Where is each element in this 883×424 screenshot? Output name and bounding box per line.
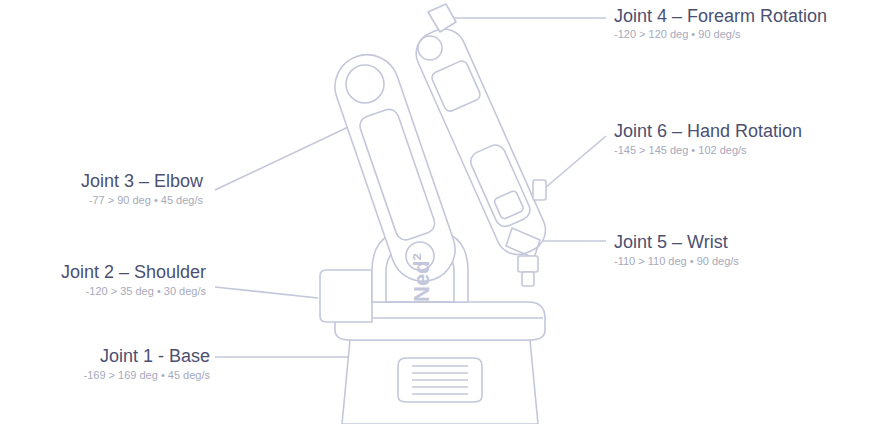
joint-title: Joint 6 – Hand Rotation <box>614 121 802 141</box>
joint-range: -145 > 145 deg • 102 deg/s <box>614 144 747 157</box>
brand-text: Ned² <box>410 253 434 302</box>
joint-range: -169 > 169 deg • 45 deg/s <box>84 369 210 382</box>
joint-title: Joint 2 – Shoulder <box>61 262 206 282</box>
joint-range: -120 > 35 deg • 30 deg/s <box>86 285 206 298</box>
leader-lines <box>215 18 606 357</box>
joint-title: Joint 4 – Forearm Rotation <box>614 6 827 26</box>
joint-range: -110 > 110 deg • 90 deg/s <box>614 255 739 268</box>
joint-title: Joint 3 – Elbow <box>81 171 203 191</box>
joint-range: -77 > 90 deg • 45 deg/s <box>89 194 203 207</box>
joint-range: -120 > 120 deg • 90 deg/s <box>614 28 740 41</box>
joint-title: Joint 5 – Wrist <box>614 232 728 252</box>
joint-title: Joint 1 - Base <box>100 346 210 366</box>
